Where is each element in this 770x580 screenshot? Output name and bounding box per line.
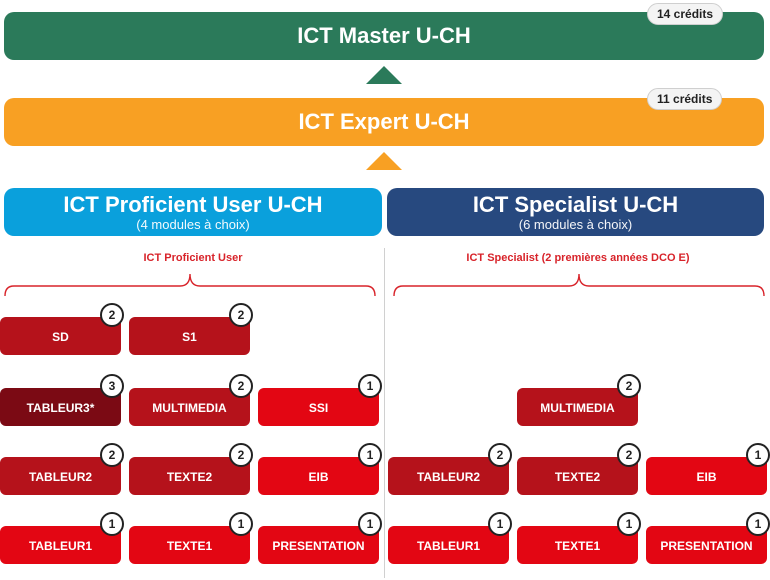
right-module-tableur2: TABLEUR2 2: [388, 443, 512, 495]
master-bar: ICT Master U-CH: [4, 12, 764, 60]
level-badge: 2: [100, 303, 124, 327]
right-module-multimedia: MULTIMEDIA 2: [517, 374, 641, 426]
right-module-eib: EIB 1: [646, 443, 770, 495]
level-badge: 1: [358, 374, 382, 398]
level-badge: 2: [100, 443, 124, 467]
column-divider: [384, 248, 385, 578]
left-module-tableur2: TABLEUR2 2: [0, 443, 124, 495]
left-module-eib: EIB 1: [258, 443, 382, 495]
level-badge: 1: [229, 512, 253, 536]
right-module-texte2: TEXTE2 2: [517, 443, 641, 495]
right-module-tableur1: TABLEUR1 1: [388, 512, 512, 564]
left-module-tableur3: TABLEUR3* 3: [0, 374, 124, 426]
right-module-texte1: TEXTE1 1: [517, 512, 641, 564]
level-badge: 1: [488, 512, 512, 536]
left-module-s1: S1 2: [129, 303, 253, 355]
expert-title: ICT Expert U-CH: [298, 109, 470, 134]
left-module-texte1: TEXTE1 1: [129, 512, 253, 564]
level-badge: 2: [617, 374, 641, 398]
level-badge: 2: [229, 374, 253, 398]
proficient-bar: ICT Proficient User U-CH (4 modules à ch…: [4, 188, 382, 236]
left-section-label: ICT Proficient User: [143, 252, 243, 264]
left-brace: [4, 273, 376, 297]
specialist-subtitle: (6 modules à choix): [518, 216, 633, 232]
master-credits-badge: 14 crédits: [647, 3, 724, 25]
level-badge: 2: [229, 443, 253, 467]
proficient-title: ICT Proficient User U-CH: [63, 191, 323, 217]
right-section-label: ICT Specialist (2 premières années DCO E…: [466, 252, 690, 264]
proficient-subtitle: (4 modules à choix): [136, 216, 250, 232]
right-module-presentation: PRESENTATION 1: [646, 512, 770, 564]
specialist-title: ICT Specialist U-CH: [472, 191, 679, 217]
left-module-multimedia: MULTIMEDIA 2: [129, 374, 253, 426]
level-badge: 2: [488, 443, 512, 467]
left-module-ssi: SSI 1: [258, 374, 382, 426]
level-badge: 2: [229, 303, 253, 327]
level-badge: 1: [358, 512, 382, 536]
right-brace: [393, 273, 765, 297]
level-badge: 1: [617, 512, 641, 536]
arrow-up-icon: [366, 66, 402, 84]
arrow-up-icon: [366, 152, 402, 170]
left-module-texte2: TEXTE2 2: [129, 443, 253, 495]
level-badge: 2: [617, 443, 641, 467]
level-badge: 1: [100, 512, 124, 536]
specialist-bar: ICT Specialist U-CH (6 modules à choix): [387, 188, 764, 236]
level-badge: 1: [358, 443, 382, 467]
master-title: ICT Master U-CH: [297, 23, 471, 48]
left-module-tableur1: TABLEUR1 1: [0, 512, 124, 564]
expert-credits-badge: 11 crédits: [647, 88, 723, 110]
level-badge: 1: [746, 443, 770, 467]
left-module-sd: SD 2: [0, 303, 124, 355]
expert-bar: ICT Expert U-CH: [4, 98, 764, 146]
level-badge: 1: [746, 512, 770, 536]
level-badge: 3: [100, 374, 124, 398]
left-module-presentation: PRESENTATION 1: [258, 512, 382, 564]
